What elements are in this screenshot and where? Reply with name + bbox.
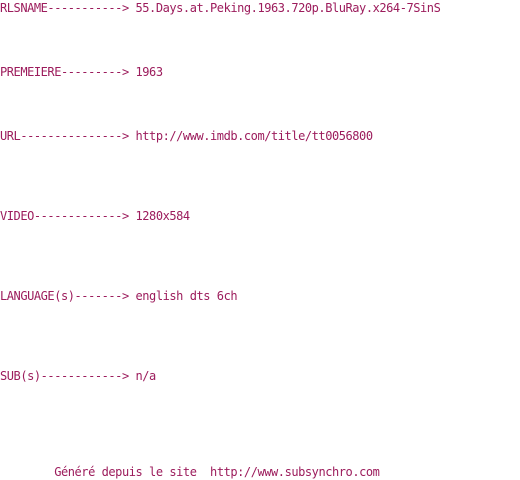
sub-label: SUB(s)------------> xyxy=(0,369,129,383)
rlsname-label: RLSNAME-----------> xyxy=(0,1,129,15)
video-row: VIDEO-------------> 1280x584 xyxy=(0,209,190,223)
rlsname-row: RLSNAME-----------> 55.Days.at.Peking.19… xyxy=(0,1,441,15)
video-value: 1280x584 xyxy=(135,209,191,223)
url-value: http://www.imdb.com/title/tt0056800 xyxy=(135,129,374,143)
sub-value: n/a xyxy=(135,369,157,383)
premiere-value: 1963 xyxy=(135,65,164,79)
language-label: LANGUAGE(s)-------> xyxy=(0,289,129,303)
video-label: VIDEO-------------> xyxy=(0,209,129,223)
footer: Généré depuis le site http://www.subsync… xyxy=(0,465,380,479)
footer-text: Généré depuis le site xyxy=(54,465,197,479)
premiere-row: PREMEIERE---------> 1963 xyxy=(0,65,163,79)
footer-link: http://www.subsynchro.com xyxy=(210,465,380,479)
sub-row: SUB(s)------------> n/a xyxy=(0,369,156,383)
language-row: LANGUAGE(s)-------> english dts 6ch xyxy=(0,289,238,303)
language-value: english dts 6ch xyxy=(135,289,238,303)
url-row: URL---------------> http://www.imdb.com/… xyxy=(0,129,373,143)
premiere-label: PREMEIERE---------> xyxy=(0,65,129,79)
rlsname-value: 55.Days.at.Peking.1963.720p.BluRay.x264-… xyxy=(135,1,441,15)
url-label: URL---------------> xyxy=(0,129,129,143)
